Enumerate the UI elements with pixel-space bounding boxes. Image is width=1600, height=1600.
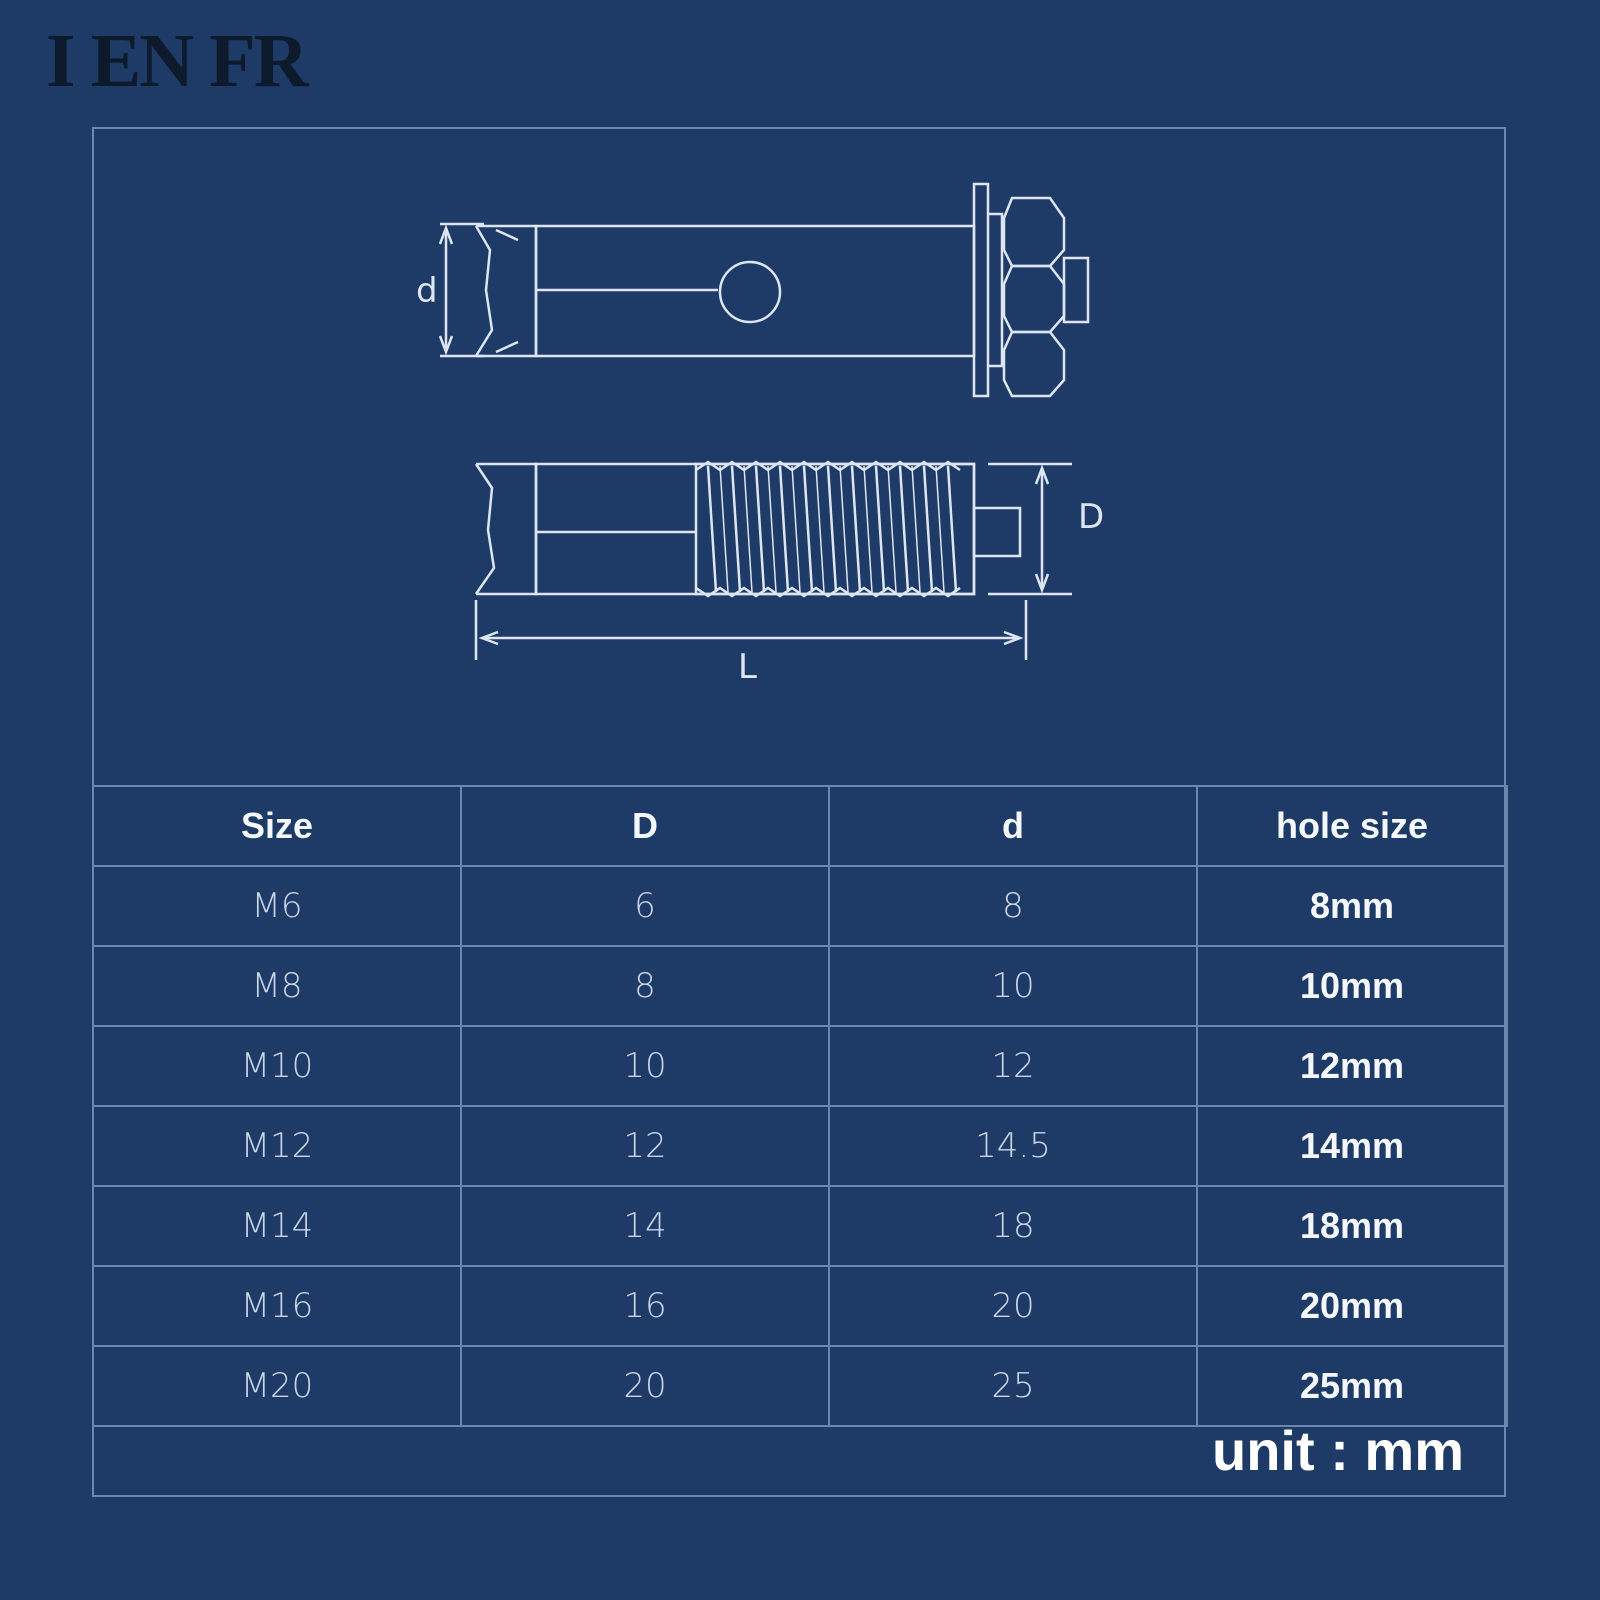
cell-size: M6 — [92, 865, 462, 947]
cell-size: M8 — [92, 945, 462, 1027]
spec-table: Size D d hole size M6 6 8 8mm M8 8 10 10… — [92, 785, 1508, 1427]
cell-d: 20 — [828, 1265, 1198, 1347]
cell-d: 10 — [828, 945, 1198, 1027]
dimension-label-L: L — [738, 647, 757, 687]
cell-size: M16 — [92, 1265, 462, 1347]
table-header-row: Size D d hole size — [92, 785, 1508, 867]
header-size: Size — [92, 785, 462, 867]
bottom-bolt-view — [474, 460, 1072, 660]
dimension-label-D: D — [1078, 497, 1104, 537]
brand-logo: I EN FR — [46, 19, 308, 103]
cell-D: 10 — [460, 1025, 830, 1107]
cell-d: 25 — [828, 1345, 1198, 1427]
top-bolt-view — [438, 182, 1090, 398]
cell-D: 16 — [460, 1265, 830, 1347]
cell-hole-size: 14mm — [1196, 1105, 1508, 1187]
header-hole-size: hole size — [1196, 785, 1508, 867]
cell-hole-size: 25mm — [1196, 1345, 1508, 1427]
cell-d: 12 — [828, 1025, 1198, 1107]
cell-d: 14.5 — [828, 1105, 1198, 1187]
table-row: M6 6 8 8mm — [92, 865, 1508, 947]
cell-D: 20 — [460, 1345, 830, 1427]
cell-hole-size: 20mm — [1196, 1265, 1508, 1347]
cell-hole-size: 8mm — [1196, 865, 1508, 947]
cell-hole-size: 18mm — [1196, 1185, 1508, 1267]
cell-size: M10 — [92, 1025, 462, 1107]
table-row: M16 16 20 20mm — [92, 1265, 1508, 1347]
cell-D: 14 — [460, 1185, 830, 1267]
cell-d: 18 — [828, 1185, 1198, 1267]
table-row: M14 14 18 18mm — [92, 1185, 1508, 1267]
bolt-diagram: d D L — [416, 182, 1104, 687]
cell-size: M12 — [92, 1105, 462, 1187]
cell-size: M20 — [92, 1345, 462, 1427]
cell-d: 8 — [828, 865, 1198, 947]
table-row: M12 12 14.5 14mm — [92, 1105, 1508, 1187]
cell-hole-size: 10mm — [1196, 945, 1508, 1027]
cell-hole-size: 12mm — [1196, 1025, 1508, 1107]
header-d: d — [828, 785, 1198, 867]
cell-D: 12 — [460, 1105, 830, 1187]
dimension-label-d: d — [416, 271, 438, 311]
table-row: M8 8 10 10mm — [92, 945, 1508, 1027]
unit-note: unit : mm — [1212, 1419, 1464, 1482]
cell-D: 6 — [460, 865, 830, 947]
cell-size: M14 — [92, 1185, 462, 1267]
header-D: D — [460, 785, 830, 867]
table-row: M10 10 12 12mm — [92, 1025, 1508, 1107]
table-row: M20 20 25 25mm — [92, 1345, 1508, 1427]
cell-D: 8 — [460, 945, 830, 1027]
